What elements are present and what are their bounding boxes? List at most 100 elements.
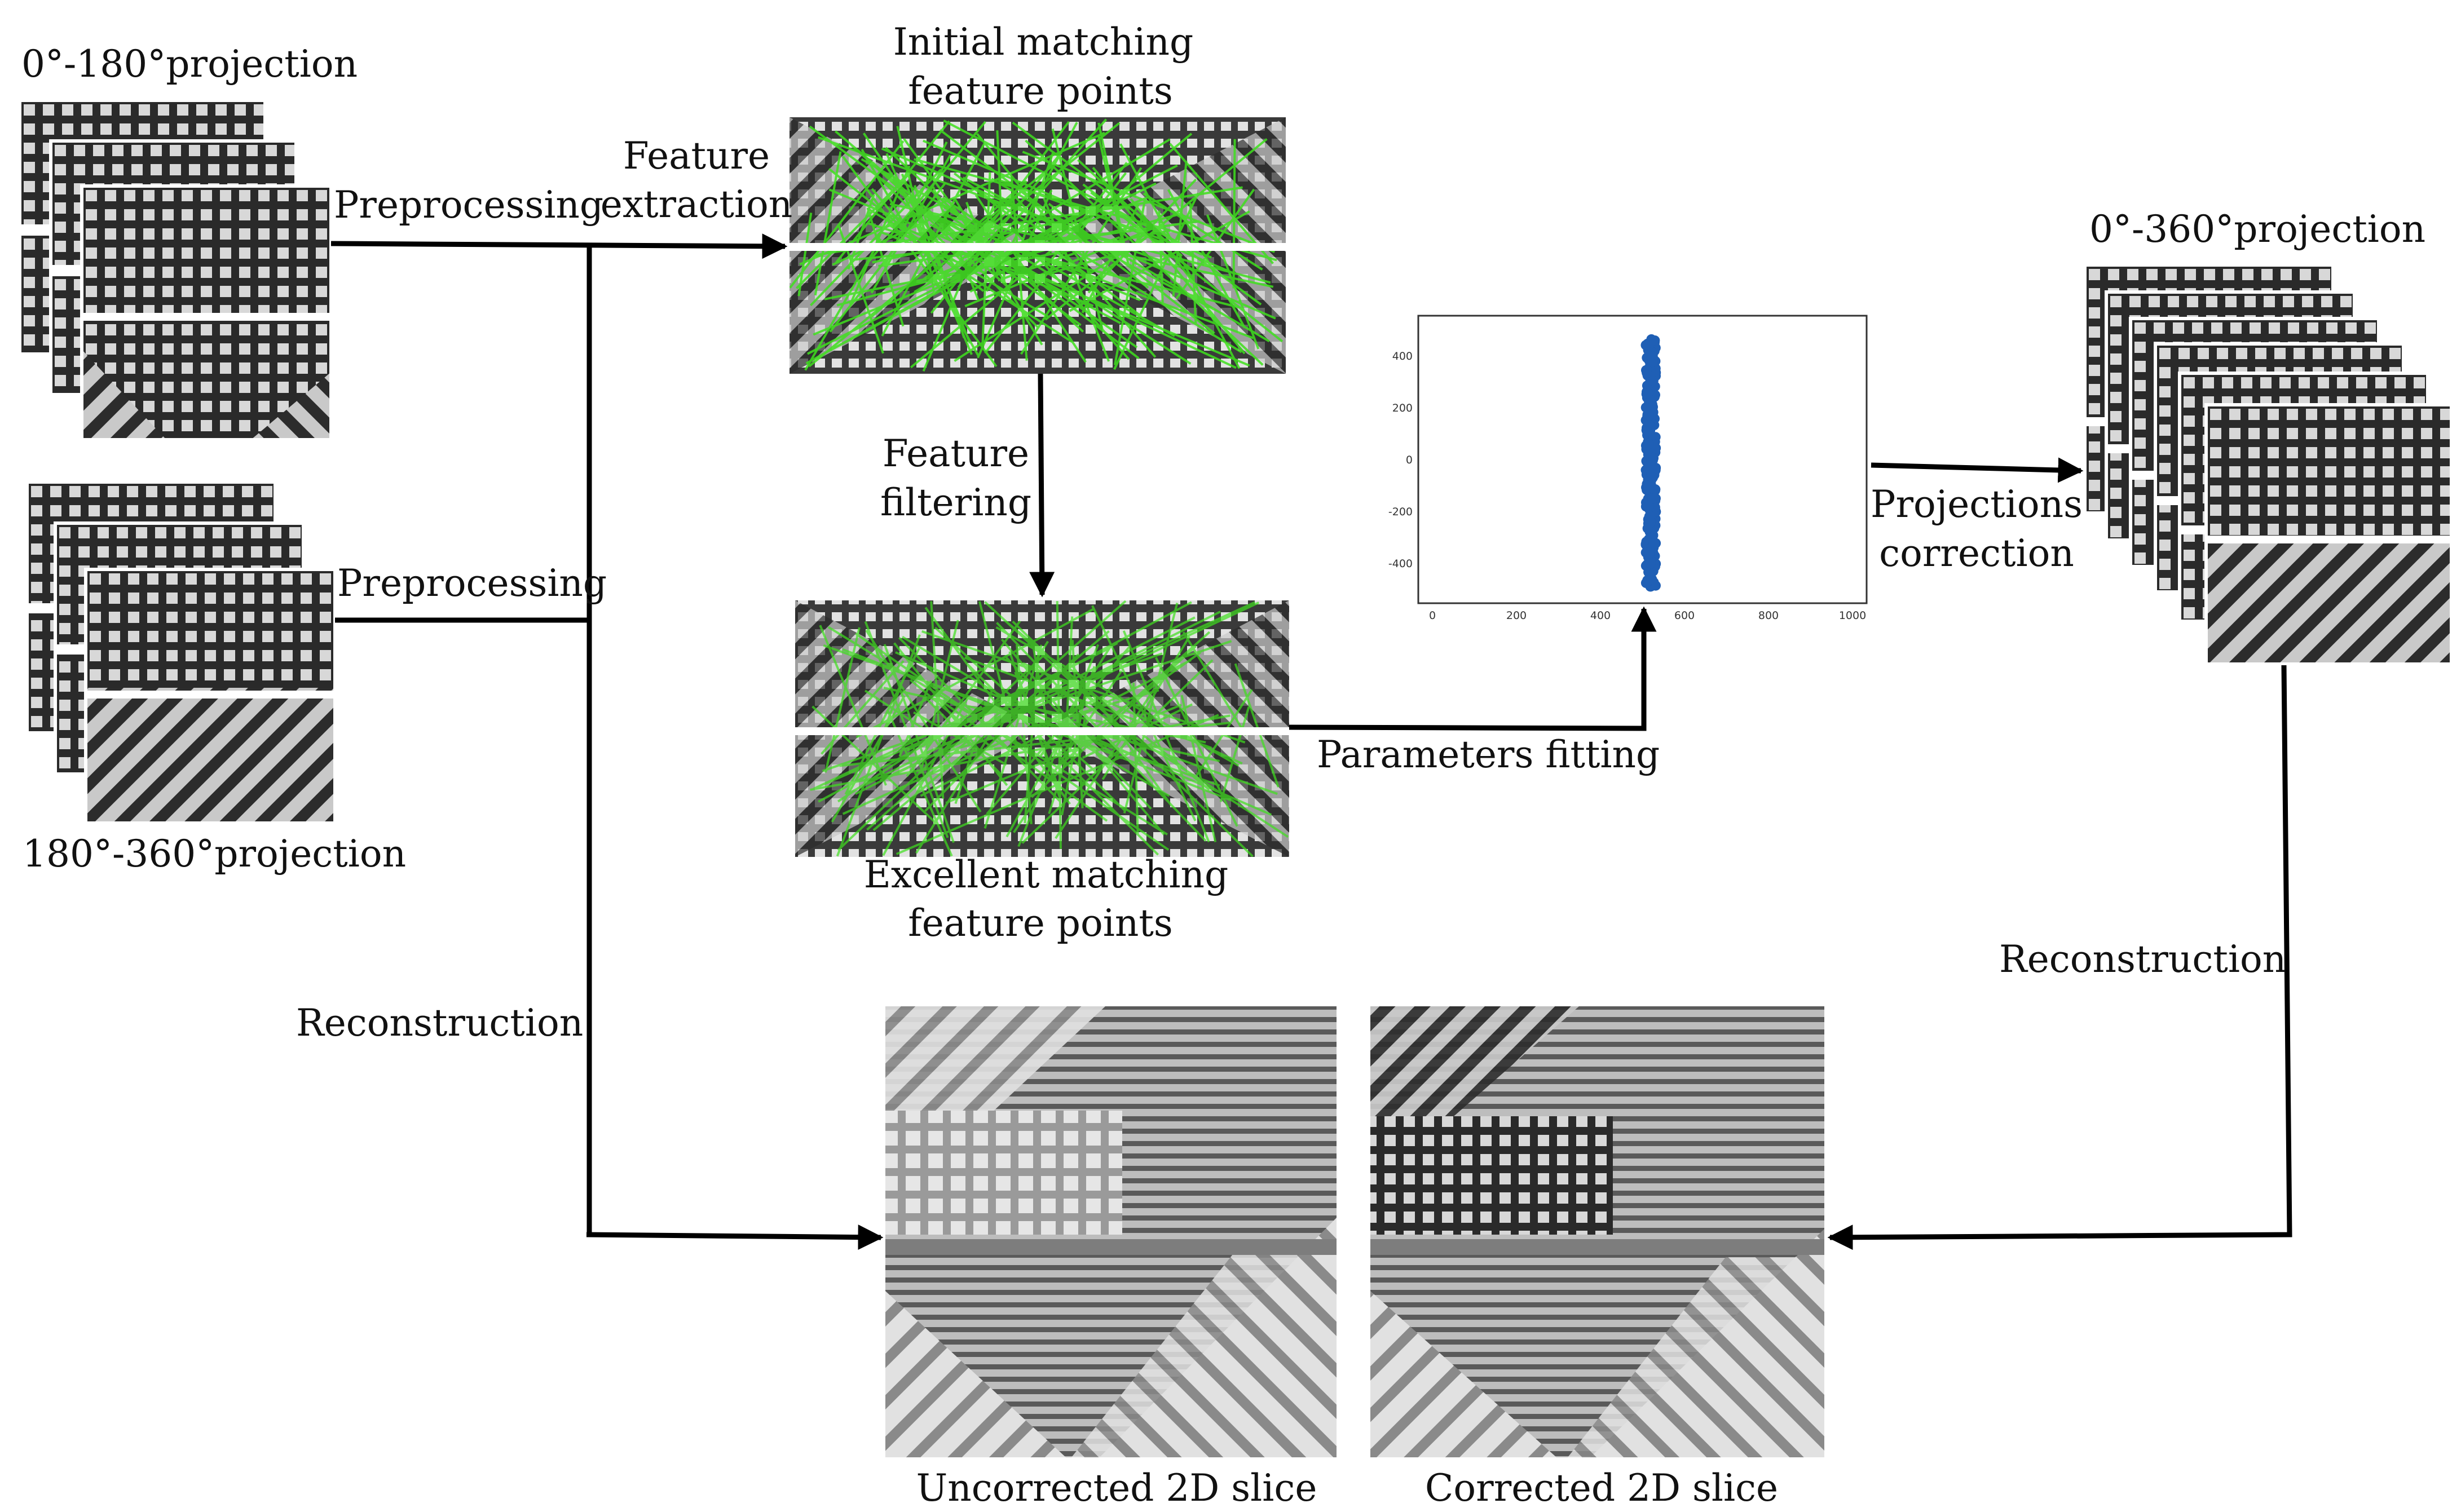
match-line [855,633,1170,851]
match-line [1017,151,1055,255]
scatter-x-tick: 0 [1429,609,1436,622]
connectors [330,233,2292,1250]
label-proj-0-360: 0°-360°projection [2089,207,2426,251]
match-line [947,640,1232,737]
scatter-point [1640,340,1651,351]
match-line [1043,197,1110,362]
match-line [828,188,1250,367]
label-uncorrected-slice: Uncorrected 2D slice [916,1466,1317,1510]
match-line [842,693,1109,815]
arrow-feature-filtering [1029,373,1055,598]
scatter-x-tick: 800 [1758,609,1779,622]
projection-stack-0-180 [18,99,333,441]
corrected-slice-image [1370,1006,1824,1457]
arrow-to-initial-matching [330,233,788,259]
match-line [813,195,1151,336]
match-line [945,704,1182,804]
match-line [1234,663,1280,788]
match-line [1056,651,1201,757]
match-line [866,600,1127,831]
scatter-point [1642,368,1652,378]
match-line [850,144,1008,288]
match-line [901,173,971,344]
scatter-point [1650,335,1660,346]
label-feature-extraction-1: Feature [623,134,770,178]
match-line [855,607,1095,739]
scatter-y-tick: 200 [1392,402,1413,414]
projection-stack-0-360 [2083,263,2453,666]
label-feature-filtering-1: Feature [882,432,1030,475]
match-line [797,213,813,297]
match-line [868,121,986,262]
match-line [830,195,1116,351]
match-line [818,136,1162,262]
scatter-point [1640,402,1651,413]
match-line [1097,122,1130,265]
scatter-point [1648,538,1659,549]
scatter-x-tick: 400 [1590,609,1611,622]
label-feature-extraction-2: extraction [600,183,793,226]
match-line [824,627,861,773]
label-preprocessing-lower: Preprocessing [337,562,607,605]
match-line [923,139,1236,275]
match-line [922,200,998,372]
match-line [1232,139,1236,289]
initial-matching-image [790,117,1286,374]
match-line [866,207,905,327]
match-line [1013,670,1123,833]
match-line [991,178,1270,343]
match-line [885,147,1084,333]
match-line [1021,659,1214,845]
projection-stack-180-360 [25,480,337,825]
match-line [1048,666,1096,815]
match-line [1114,200,1146,365]
match-line [842,156,998,368]
match-line [1065,616,1074,735]
match-line [1055,687,1156,839]
match-line [921,122,1121,281]
label-parameters-fitting: Parameters fitting [1317,733,1660,776]
scatter-point [1642,523,1653,534]
scatter-point [1643,439,1654,449]
uncorrected-slice-image [885,1006,1337,1457]
scatter-y-tick: 0 [1406,454,1413,466]
arrow-parameters-fitting [1289,606,1657,731]
match-line [811,705,938,825]
match-line [1172,161,1188,297]
match-line [1219,706,1250,802]
match-line [1119,143,1241,369]
scatter-point [1647,357,1658,368]
match-line [898,680,933,757]
label-projections-correction-2: correction [1879,532,2074,575]
match-line [921,630,1246,744]
match-line [941,210,1138,348]
scatter-x-tick: 200 [1506,609,1527,622]
match-line [1022,662,1243,765]
scatter-point [1648,493,1659,504]
scatter-point [1643,388,1653,399]
scatter-point [1642,426,1652,436]
label-excellent-matching-1: Excellent matching [863,853,1229,896]
label-proj-180-360: 180°-360°projection [23,832,407,876]
match-line [936,696,1108,822]
scatter-point [1644,501,1655,512]
label-preprocessing-upper: Preprocessing [334,183,604,227]
match-line [1101,636,1190,780]
match-line [1180,695,1217,843]
scatter-point [1643,410,1654,421]
scatter-point [1643,483,1653,493]
match-line [1097,135,1127,258]
match-line [864,689,972,761]
match-line [1024,648,1040,824]
match-line [836,634,921,857]
arrow-projections-correction [1871,457,2084,483]
match-line [914,138,1171,293]
label-corrected-slice: Corrected 2D slice [1424,1466,1779,1510]
label-initial-matching-1: Initial matching [893,20,1194,64]
scatter-point [1648,453,1659,463]
match-line [1132,683,1139,835]
match-line [1158,210,1164,303]
scatter-point [1644,548,1655,559]
